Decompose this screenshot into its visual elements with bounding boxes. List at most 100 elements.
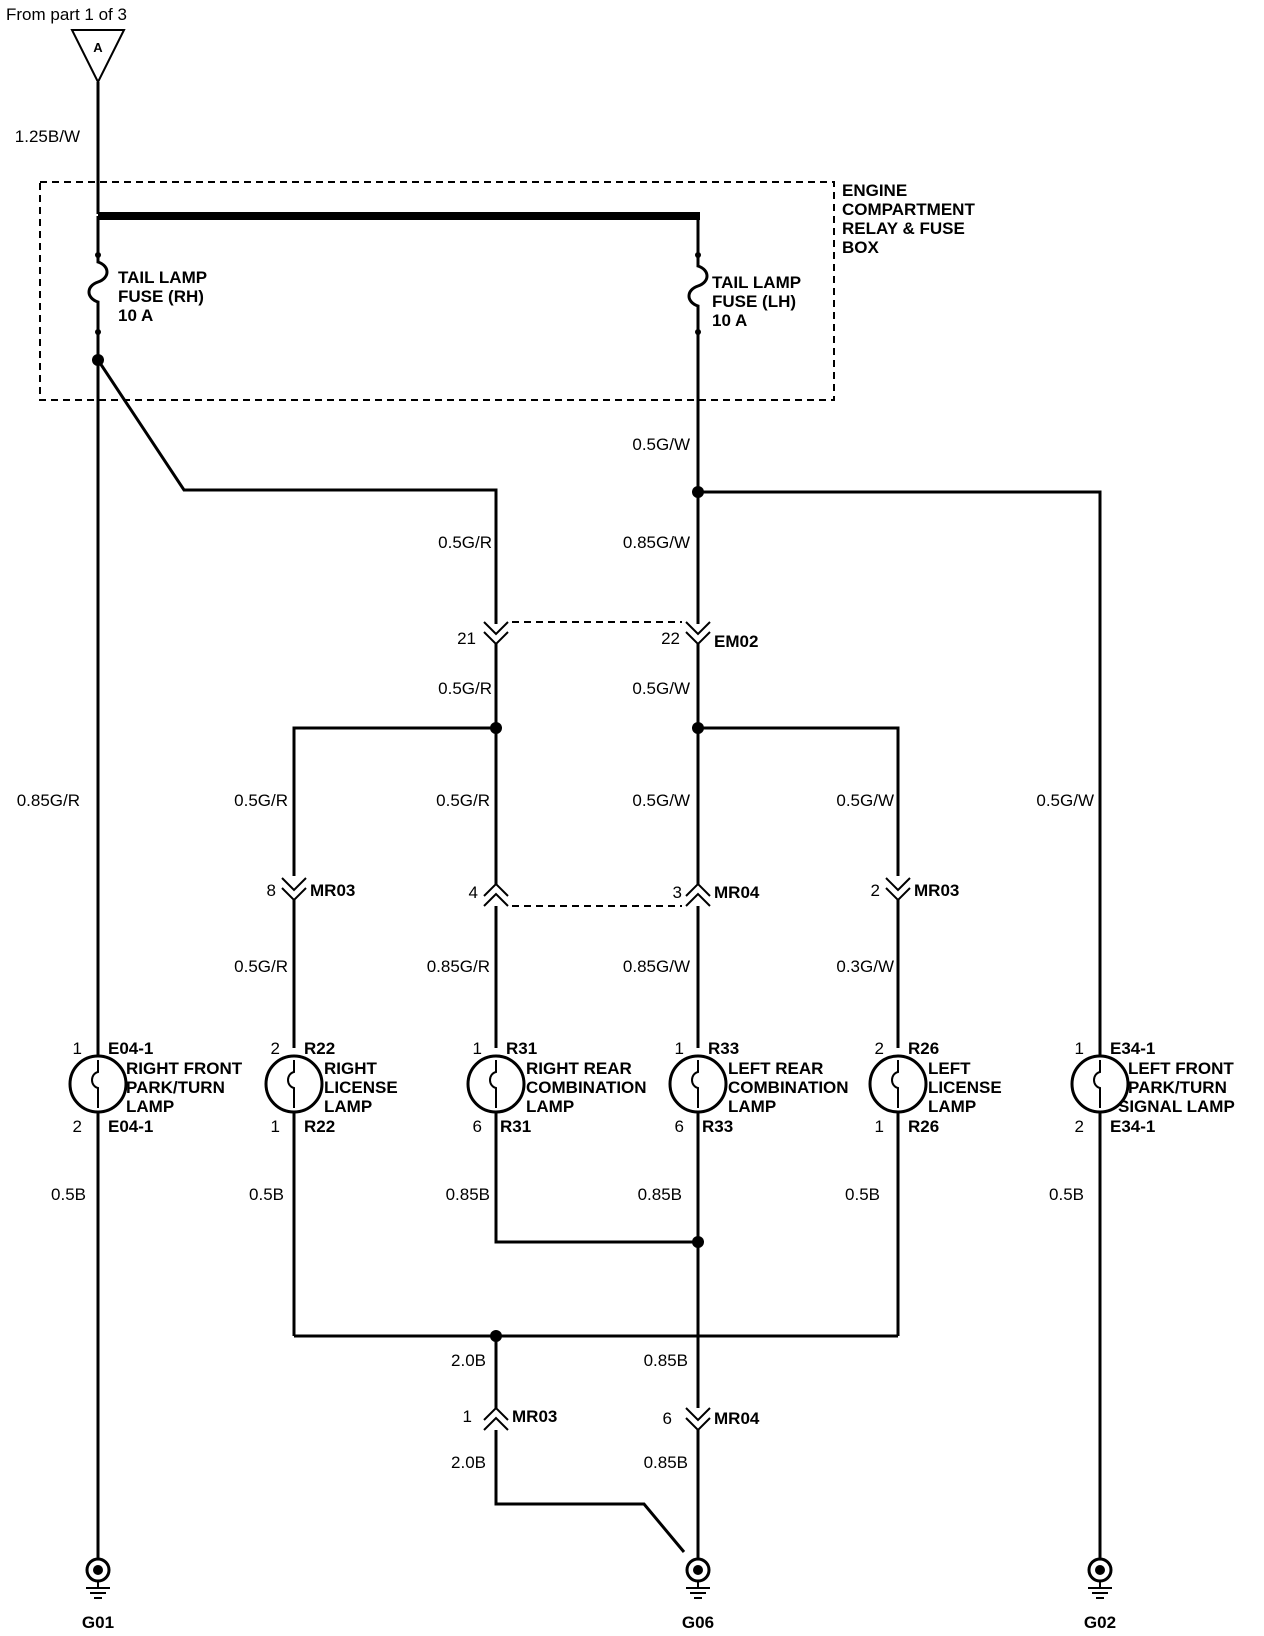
wire-label-rh-branch: 0.5G/R xyxy=(438,533,492,552)
fuse-lh-label-1: TAIL LAMP xyxy=(712,273,801,292)
lamp-r31-name-3: LAMP xyxy=(526,1097,574,1116)
fuse-rh-label-1: TAIL LAMP xyxy=(118,268,207,287)
mr04-bottom-name: MR04 xyxy=(714,1409,760,1428)
lamp-r31-bottom-pin: 6 xyxy=(473,1117,482,1136)
em02-name: EM02 xyxy=(714,632,758,651)
wire-bus-to-g06 xyxy=(494,1430,686,1553)
lamp-r33-name-2: COMBINATION xyxy=(728,1078,849,1097)
wire-label-em-lh-below: 0.5G/W xyxy=(632,679,690,698)
wire-label-em-rh-below: 0.5G/R xyxy=(438,679,492,698)
lamp-r22-top-pin: 2 xyxy=(271,1039,280,1058)
lamp-lf-bottom-conn: E34-1 xyxy=(1110,1117,1155,1136)
connector-em02-pin21 xyxy=(483,621,509,646)
fuse-box-label-4: BOX xyxy=(842,238,880,257)
connector-mr04-pin3 xyxy=(685,882,711,907)
lamp-left-front-park-turn-signal: 1 E34-1 2 E34-1 LEFT FRONT PARK/TURN SIG… xyxy=(1070,1039,1235,1136)
wire-label-r22-ground: 0.5B xyxy=(249,1185,284,1204)
wire-label-lh-branch: 0.85G/W xyxy=(623,533,690,552)
lamp-rf-name-3: LAMP xyxy=(126,1097,174,1116)
wire-label-rf-ground: 0.5B xyxy=(51,1185,86,1204)
lamp-rf-top-pin: 1 xyxy=(73,1039,82,1058)
wire-label-feed: 1.25B/W xyxy=(15,127,80,146)
lamp-r22-bottom-pin: 1 xyxy=(271,1117,280,1136)
wire-r26-feed xyxy=(698,726,900,876)
mr04-name: MR04 xyxy=(714,883,760,902)
fuse-lh-label-2: FUSE (LH) xyxy=(712,292,796,311)
wire-label-r33-upper: 0.5G/W xyxy=(632,791,690,810)
fuse-lh-label-3: 10 A xyxy=(712,311,747,330)
lamp-lf-name-1: LEFT FRONT xyxy=(1128,1059,1234,1078)
fuse-lh-symbol xyxy=(687,255,709,332)
lamp-r22-bottom-conn: R22 xyxy=(304,1117,335,1136)
wire-label-g06-lower: 0.85B xyxy=(644,1453,688,1472)
lamp-r31-bottom-conn: R31 xyxy=(500,1117,531,1136)
wire-label-lh-out: 0.5G/W xyxy=(632,435,690,454)
connector-mr03-pin1 xyxy=(483,1406,509,1431)
connector-mr04-pin4 xyxy=(483,882,509,907)
junction-rear-ground xyxy=(692,1236,704,1248)
wire-label-r31-upper: 0.5G/R xyxy=(436,791,490,810)
from-part-text: From part 1 of 3 xyxy=(6,5,127,24)
wire-r22-feed xyxy=(292,726,496,876)
wire-label-r26-upper: 0.5G/W xyxy=(836,791,894,810)
lamp-lf-name-2: PARK/TURN xyxy=(1128,1078,1227,1097)
mr04-pin-3: 3 xyxy=(673,883,682,902)
connector-mr03-pin8 xyxy=(281,877,307,902)
fuse-rh-label-3: 10 A xyxy=(118,306,153,325)
connector-mr04-pin6 xyxy=(685,1407,711,1432)
wire-label-r22-upper: 0.5G/R xyxy=(234,791,288,810)
lamp-r26-name-1: LEFT xyxy=(928,1059,971,1078)
ground-g06: G06 xyxy=(682,1557,714,1632)
wire-left-front-feed xyxy=(698,490,1102,1560)
fuse-box-label-3: RELAY & FUSE xyxy=(842,219,965,238)
lamp-left-rear-combination: 1 R33 6 R33 LEFT REAR COMBINATION LAMP xyxy=(668,1039,849,1136)
mr03-bottom-name: MR03 xyxy=(512,1407,557,1426)
lamp-left-license: 2 R26 1 R26 LEFT LICENSE LAMP xyxy=(868,1039,1002,1136)
source-connector-letter: A xyxy=(93,40,103,55)
lamp-rf-bottom-conn: E04-1 xyxy=(108,1117,153,1136)
em02-pin-22: 22 xyxy=(661,629,680,648)
wire-label-rf-feed: 0.85G/R xyxy=(17,791,80,810)
connector-em02-pin22 xyxy=(685,621,711,646)
lamp-r33-top-conn: R33 xyxy=(708,1039,739,1058)
lamp-r33-bottom-pin: 6 xyxy=(675,1117,684,1136)
ground-g02-label: G02 xyxy=(1084,1613,1116,1632)
lamp-r26-name-3: LAMP xyxy=(928,1097,976,1116)
lamp-lf-bottom-pin: 2 xyxy=(1075,1117,1084,1136)
wire-label-r22-lower: 0.5G/R xyxy=(234,957,288,976)
lamp-r26-name-2: LICENSE xyxy=(928,1078,1002,1097)
ground-g01: G01 xyxy=(82,1557,114,1632)
wire-rh-branch xyxy=(96,359,498,624)
lamp-r26-top-pin: 2 xyxy=(875,1039,884,1058)
source-connector-triangle xyxy=(70,29,126,85)
wire-label-r33-lower: 0.85G/W xyxy=(623,957,690,976)
mr03-right-pin: 2 xyxy=(871,881,880,900)
wire-r31-ground xyxy=(494,1112,698,1244)
mr03-bottom-pin: 1 xyxy=(463,1407,472,1426)
lamp-right-license: 2 R22 1 R22 RIGHT LICENSE LAMP xyxy=(264,1039,398,1136)
lamp-r26-top-conn: R26 xyxy=(908,1039,939,1058)
ground-g02: G02 xyxy=(1084,1557,1116,1632)
lamp-r33-name-3: LAMP xyxy=(728,1097,776,1116)
mr03-right-name: MR03 xyxy=(914,881,959,900)
fuse-box-outline xyxy=(39,181,835,401)
fuse-rh-symbol xyxy=(87,255,109,332)
fuse-box-label-1: ENGINE xyxy=(842,181,907,200)
lamp-rf-bottom-pin: 2 xyxy=(73,1117,82,1136)
lamp-r26-bottom-conn: R26 xyxy=(908,1117,939,1136)
lamp-lf-top-conn: E34-1 xyxy=(1110,1039,1155,1058)
lamp-r31-name-1: RIGHT REAR xyxy=(526,1059,632,1078)
wire-label-g06-upper: 0.85B xyxy=(644,1351,688,1370)
lamp-lf-name-3: SIGNAL LAMP xyxy=(1118,1097,1235,1116)
lamp-r26-bottom-pin: 1 xyxy=(875,1117,884,1136)
lamp-r33-top-pin: 1 xyxy=(675,1039,684,1058)
lamp-right-front-park-turn: 1 E04-1 2 E04-1 RIGHT FRONT PARK/TURN LA… xyxy=(68,1039,243,1136)
lamp-lf-top-pin: 1 xyxy=(1075,1039,1084,1058)
lamp-r22-top-conn: R22 xyxy=(304,1039,335,1058)
ground-g01-label: G01 xyxy=(82,1613,114,1632)
mr03-top-pin: 8 xyxy=(267,881,276,900)
wire-label-r26-lower: 0.3G/W xyxy=(836,957,894,976)
lamp-rf-name-2: PARK/TURN xyxy=(126,1078,225,1097)
wire-label-bus-ground-lower: 2.0B xyxy=(451,1453,486,1472)
lamp-r22-name-3: LAMP xyxy=(324,1097,372,1116)
